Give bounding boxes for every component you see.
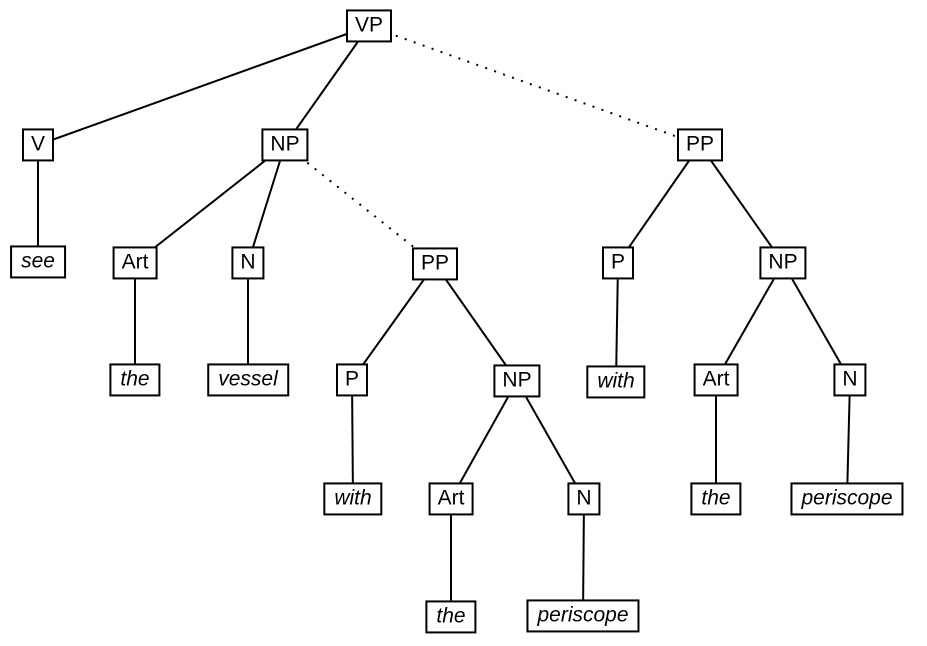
tree-node-art1: Art (112, 246, 158, 280)
tree-node-p2: P (601, 246, 635, 280)
edge-np1-art1 (134, 144, 286, 264)
tree-node-with2: with (586, 365, 646, 399)
tree-node-periscope1: periscope (526, 599, 640, 633)
tree-node-n3: N (833, 363, 867, 397)
edge-np2-art2 (450, 380, 518, 500)
edge-vp-v (37, 25, 370, 146)
edge-np1-pp1-dotted (284, 144, 436, 265)
tree-node-np1: NP (261, 128, 309, 162)
edge-vp-np1 (284, 25, 370, 146)
tree-node-pp1: PP (411, 247, 459, 281)
tree-node-art3: Art (693, 363, 739, 397)
edge-np2-n2 (516, 380, 585, 500)
tree-node-vp: VP (345, 9, 393, 43)
edge-pp2-p2 (617, 144, 701, 264)
edge-pp2-np3 (699, 144, 784, 264)
tree-node-p1: P (335, 363, 369, 397)
edge-n2-periscope1 (582, 498, 585, 617)
tree-node-see: see (10, 245, 66, 279)
tree-node-np3: NP (759, 246, 807, 280)
tree-node-np2: NP (493, 364, 541, 398)
edge-np3-art3 (715, 262, 784, 381)
tree-node-n1: N (231, 246, 265, 280)
edge-vp-pp2-dotted (368, 25, 701, 146)
tree-node-pp2: PP (676, 128, 724, 162)
tree-node-the1: the (109, 363, 161, 397)
edge-p2-with2 (615, 262, 619, 383)
edge-n3-periscope2 (846, 379, 851, 500)
edge-np3-n3 (782, 262, 851, 381)
edge-np1-n1 (247, 144, 286, 264)
tree-node-vessel: vessel (207, 363, 289, 397)
tree-node-the3: the (690, 482, 742, 516)
tree-node-v: V (21, 128, 55, 162)
tree-node-the2: the (425, 600, 477, 634)
edge-pp1-p1 (351, 263, 436, 381)
tree-node-with1: with (323, 482, 383, 516)
tree-node-art2: Art (428, 482, 474, 516)
edge-p1-with1 (351, 379, 354, 500)
tree-node-periscope2: periscope (790, 482, 904, 516)
edge-pp1-np2 (434, 263, 518, 382)
tree-node-n2: N (567, 482, 601, 516)
